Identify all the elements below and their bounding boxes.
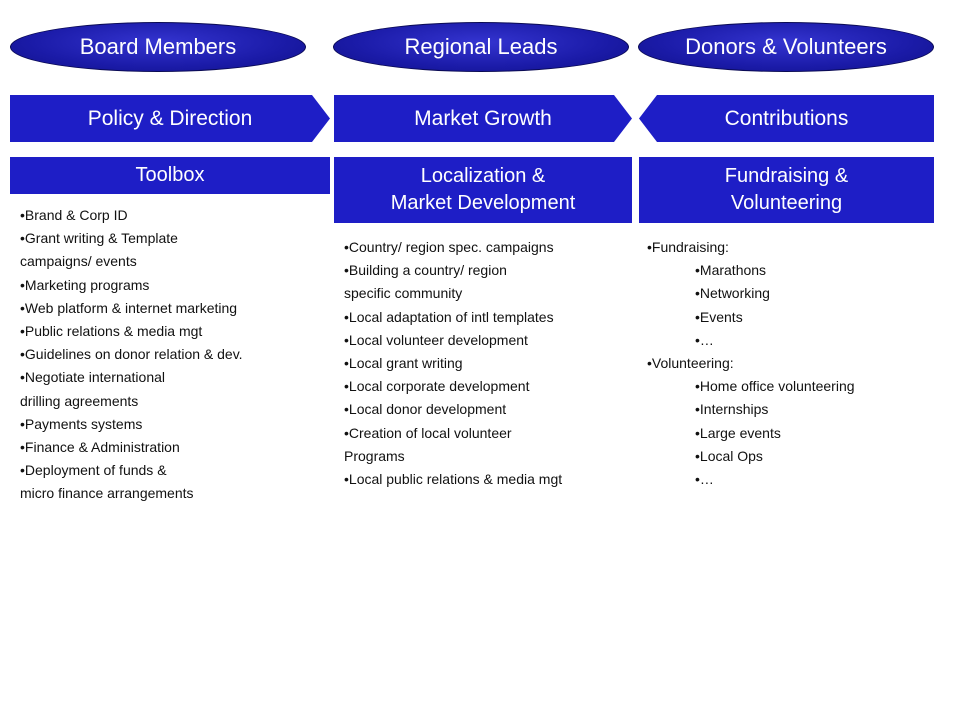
list-item: •Guidelines on donor relation & dev. (20, 346, 243, 363)
list-item: •Negotiate international (20, 369, 165, 386)
list-item: •Finance & Administration (20, 439, 180, 456)
category-title-line: Toolbox (135, 164, 205, 186)
list-item: •Grant writing & Template (20, 230, 178, 247)
list-item: •Local corporate development (344, 378, 530, 395)
list-item: •Local donor development (344, 401, 507, 418)
list-item: •Events (695, 308, 743, 325)
list-item: •Brand & Corp ID (20, 207, 128, 223)
list-item: •Country/ region spec. campaigns (344, 239, 554, 255)
list-item: Programs (344, 447, 405, 464)
category-fundraising: Fundraising & Volunteering (639, 157, 934, 223)
list-item: •Local volunteer development (344, 331, 528, 348)
band-contributions: Contributions (639, 95, 934, 142)
band-policy-direction: Policy & Direction (10, 95, 330, 142)
list-item: •Networking (695, 285, 770, 302)
list-item: •Public relations & media mgt (20, 323, 203, 340)
list-item: campaigns/ events (20, 253, 137, 270)
band-market-growth: Market Growth (334, 95, 632, 142)
category-title-line: Localization & (420, 165, 546, 187)
list-item: •Deployment of funds & (20, 462, 167, 479)
category-title-line: Volunteering (730, 192, 843, 214)
list-item: drilling agreements (20, 392, 139, 409)
list-item: •Local public relations & media mgt (344, 471, 563, 488)
category-localization: Localization & Market Development (334, 157, 632, 223)
category-title-line: Fundraising & (724, 165, 849, 187)
fundraising-list: •Fundraising: •Marathons •Networking •Ev… (647, 236, 855, 491)
list-item: •Local adaptation of intl templates (344, 308, 554, 325)
list-item: •… (695, 471, 714, 488)
list-item: •Volunteering: (647, 355, 734, 372)
list-item: •Internships (695, 401, 769, 418)
category-title-line: Market Development (390, 192, 576, 214)
toolbox-list: •Brand & Corp ID •Grant writing & Templa… (20, 204, 243, 506)
list-item: •Web platform & internet marketing (20, 299, 238, 316)
list-item: •… (695, 331, 714, 348)
list-item: •Fundraising: (647, 239, 729, 255)
list-item: micro finance arrangements (20, 485, 194, 502)
list-item: •Home office volunteering (695, 378, 855, 395)
list-item: specific community (344, 285, 463, 302)
list-item: •Payments systems (20, 415, 143, 432)
list-item: •Creation of local volunteer (344, 424, 512, 441)
list-item: •Marathons (695, 262, 767, 279)
oval-donors-volunteers: Donors & Volunteers (638, 22, 934, 72)
list-item: •Local grant writing (344, 355, 463, 372)
oval-regional-leads: Regional Leads (333, 22, 629, 72)
list-item: •Large events (695, 424, 781, 441)
localization-list: •Country/ region spec. campaigns •Buildi… (344, 236, 562, 491)
list-item: •Building a country/ region (344, 262, 507, 279)
list-item: •Marketing programs (20, 276, 150, 293)
list-item: •Local Ops (695, 447, 763, 464)
oval-board-members: Board Members (10, 22, 306, 72)
category-toolbox: Toolbox (10, 157, 330, 194)
